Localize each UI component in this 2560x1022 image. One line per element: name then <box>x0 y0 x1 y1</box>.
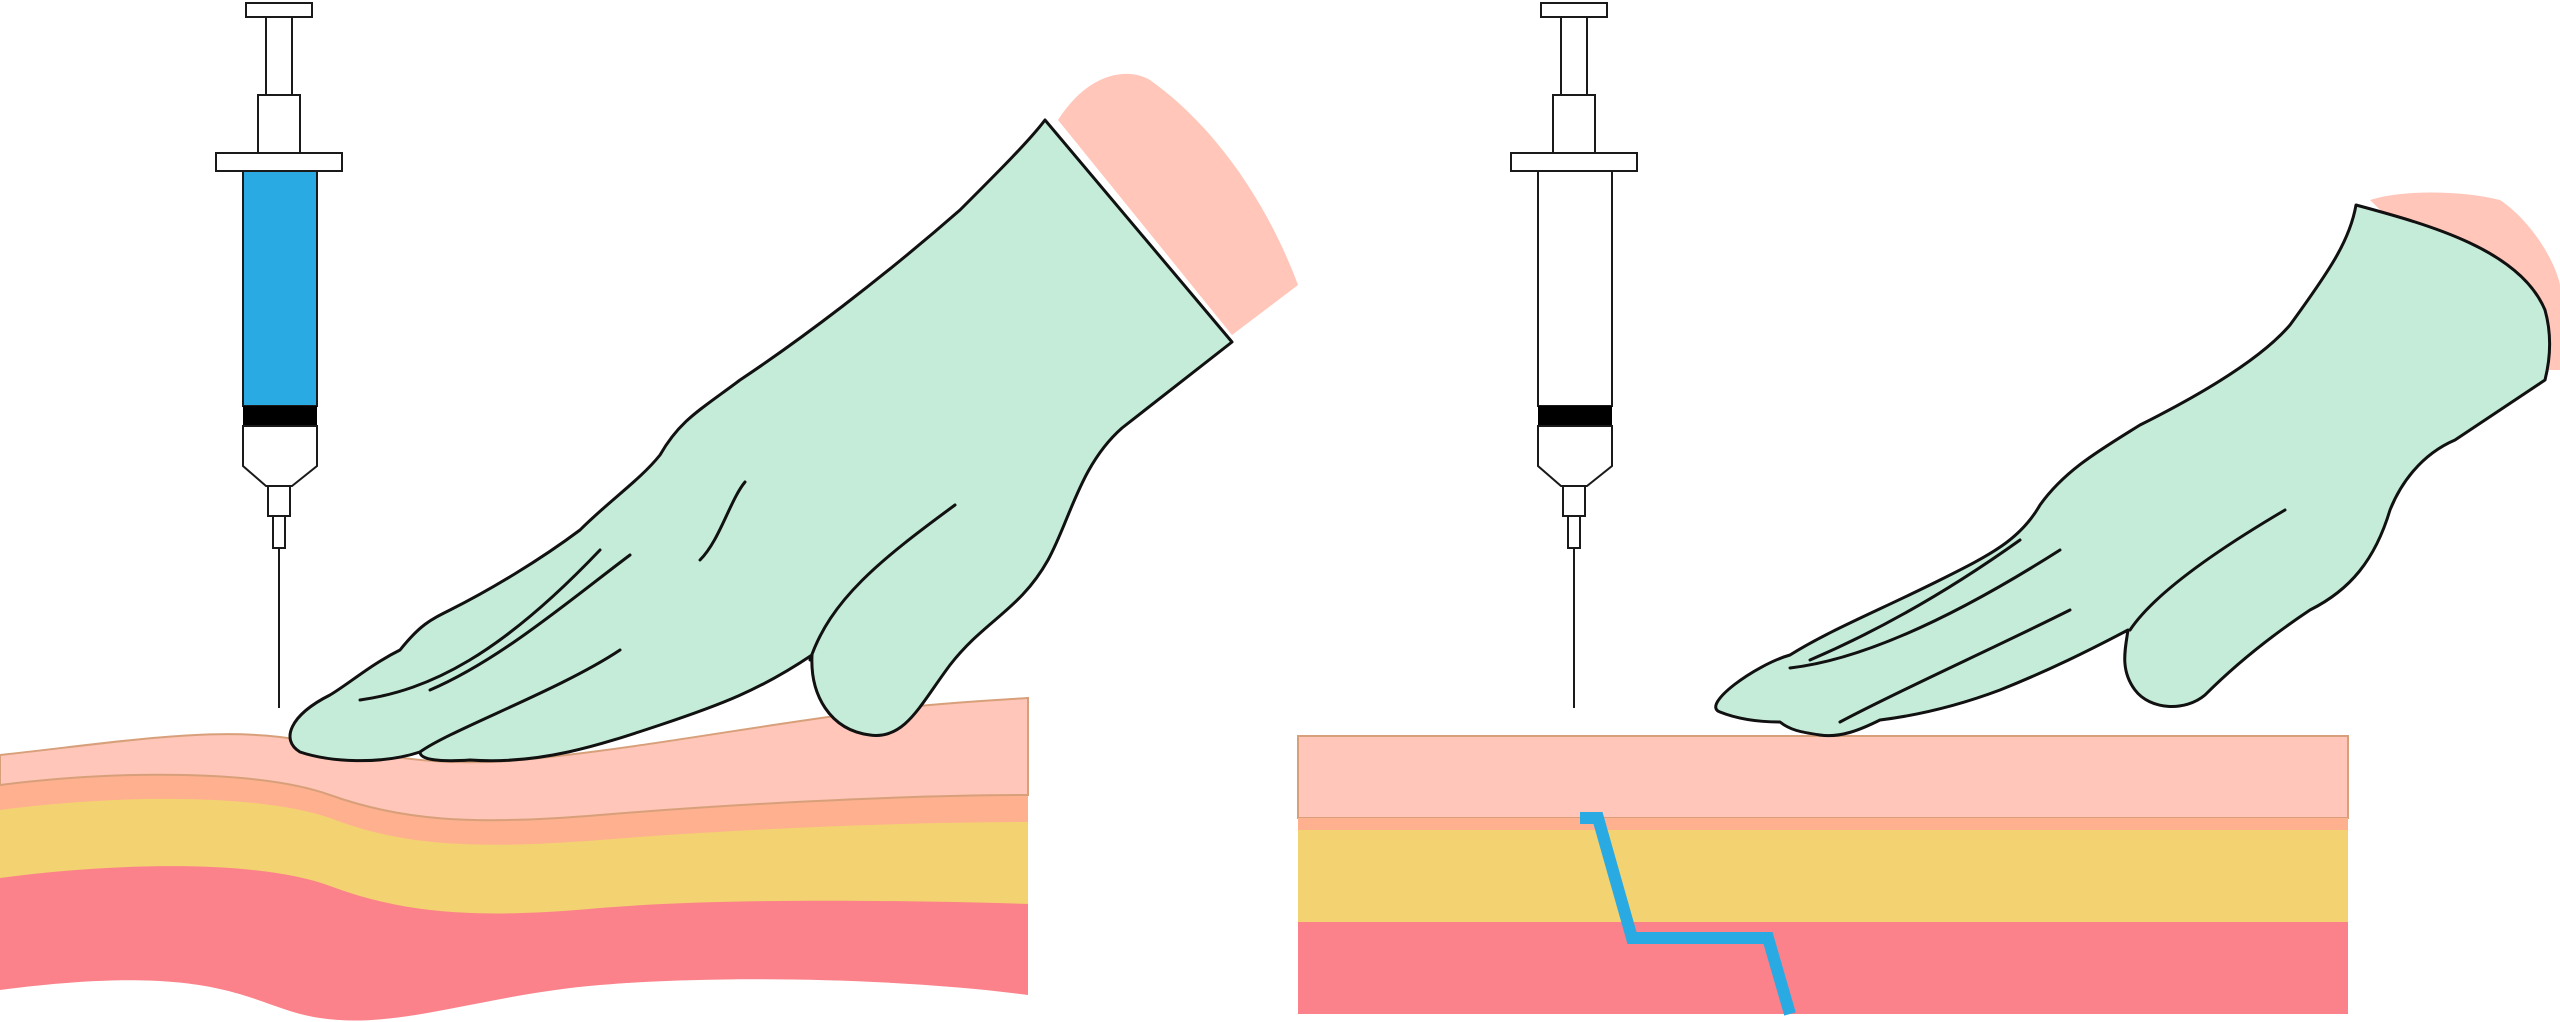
hand-right <box>1714 192 2560 738</box>
finger-crease-3 <box>418 648 622 754</box>
syringe-fluid <box>242 170 318 407</box>
finger-crease-1 <box>428 553 632 692</box>
finger-crease-3 <box>1838 608 2072 724</box>
barrel-flange <box>215 152 343 172</box>
thumb-crease <box>2128 508 2287 632</box>
plunger-cap <box>245 2 313 18</box>
fat-layer <box>1298 830 2348 922</box>
dermis-boundary <box>1298 818 2348 830</box>
needle-base <box>1567 515 1581 549</box>
finger-crease-1 <box>1808 538 2022 662</box>
panel-before <box>0 2 1298 1021</box>
muscle-layer <box>0 861 1028 1021</box>
knuckle-crease <box>698 480 747 562</box>
barrel-tip <box>242 425 318 487</box>
finger-crease-2 <box>1788 548 2062 670</box>
epidermis-layer <box>1297 735 2349 819</box>
forearm <box>1058 73 1298 335</box>
thumb-crease <box>808 503 957 662</box>
z-track-needle-path <box>1580 812 1796 1016</box>
plunger-cap <box>1540 2 1608 18</box>
barrel-flange <box>1510 152 1638 172</box>
gloved-hand-icon <box>288 118 1234 763</box>
plunger-rod <box>265 16 293 96</box>
dermis-boundary <box>0 771 1028 845</box>
plunger-rod <box>1560 16 1588 96</box>
needle-base <box>272 515 286 549</box>
plunger-thumb <box>257 94 301 154</box>
needle-hub <box>267 485 291 517</box>
plunger-seal <box>1538 406 1612 426</box>
syringe-barrel <box>1537 170 1613 407</box>
skin-layers-stretched <box>0 696 1029 1021</box>
hand-left <box>288 73 1298 763</box>
plunger-thumb <box>1552 94 1596 154</box>
muscle-layer <box>1298 922 2348 1014</box>
finger-crease-2 <box>358 548 602 702</box>
syringe-filled <box>215 2 343 708</box>
skin-layers-released <box>1297 735 2349 1016</box>
plunger-seal <box>243 406 317 426</box>
needle-hub <box>1562 485 1586 517</box>
barrel-tip <box>1537 425 1613 487</box>
panel-after <box>1297 2 2560 1016</box>
syringe-empty <box>1510 2 1638 708</box>
